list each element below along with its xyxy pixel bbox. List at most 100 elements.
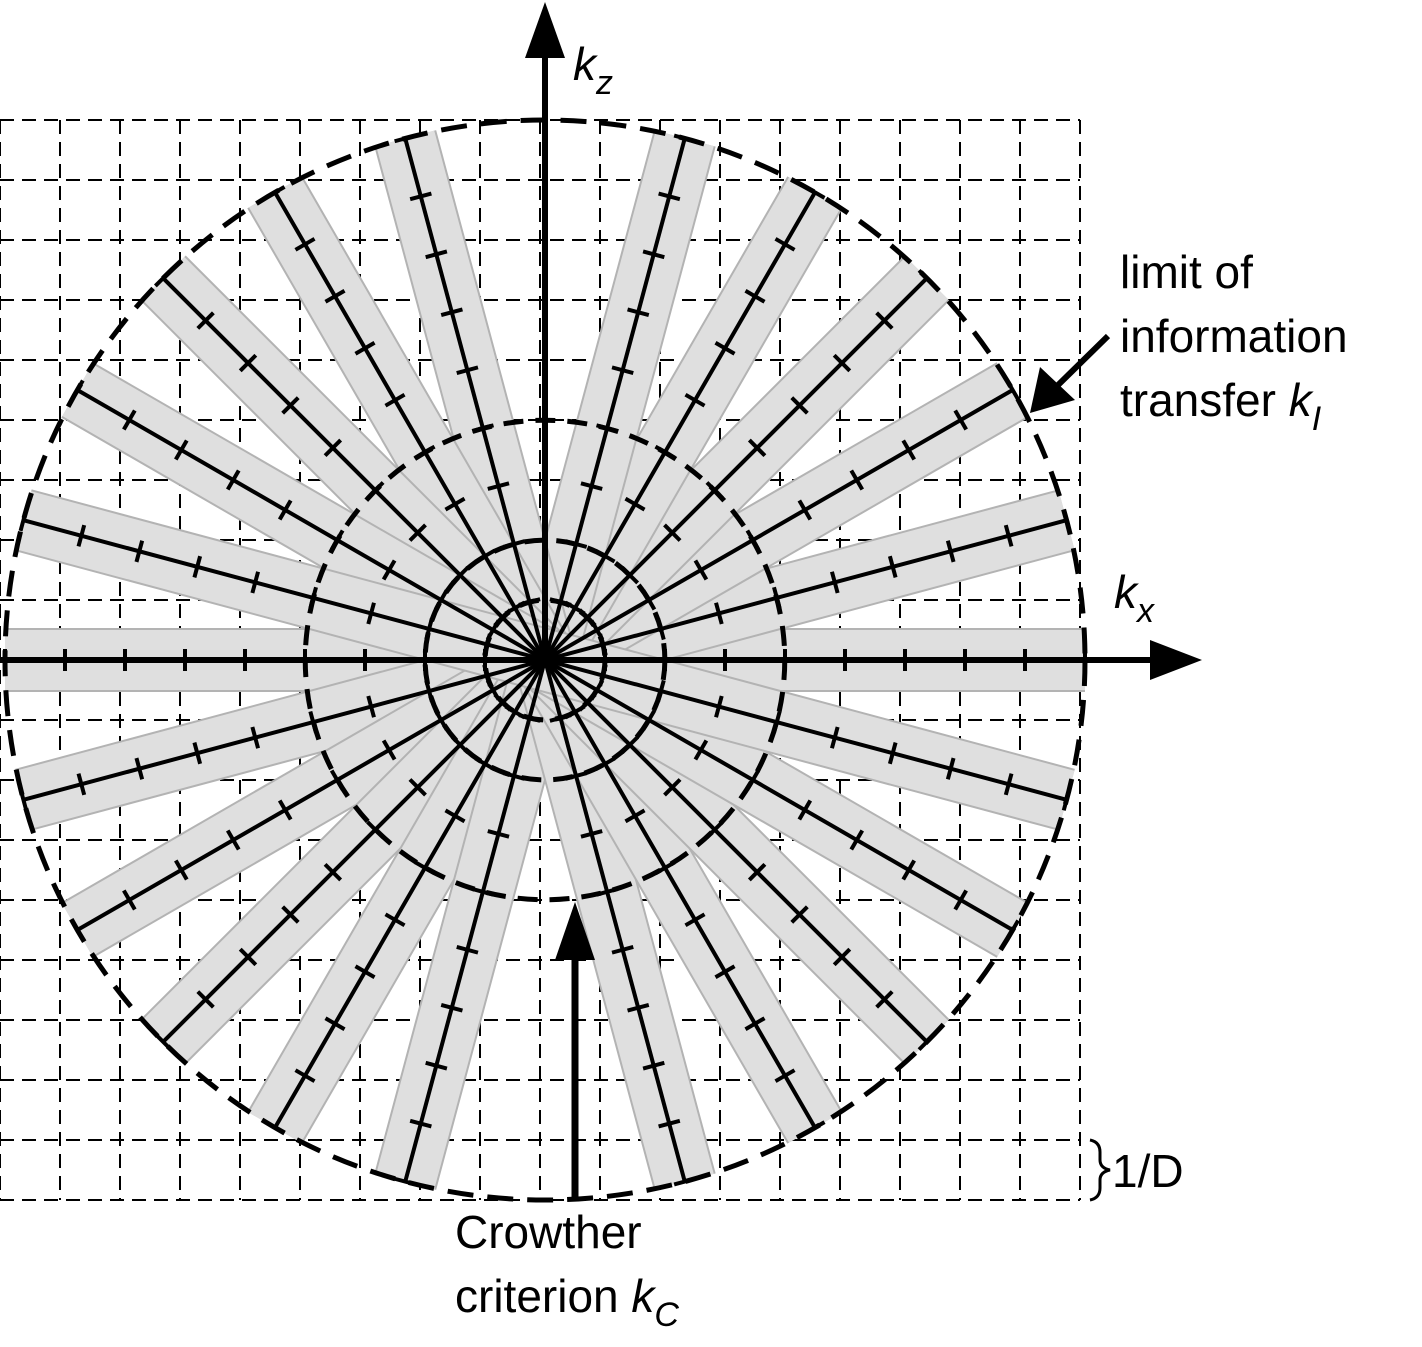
- sample-tick: [673, 133, 696, 144]
- sample-tick: [471, 887, 495, 897]
- axes: [0, 2, 1202, 680]
- sample-tick: [875, 311, 894, 330]
- crowther-annotation: Crowther criterion kC: [455, 902, 679, 1334]
- sample-tick: [433, 709, 449, 731]
- sample-tick: [18, 509, 29, 532]
- sample-tick: [790, 905, 809, 924]
- sample-tick: [518, 713, 541, 723]
- sample-tick: [487, 829, 510, 839]
- sample-tick: [887, 742, 898, 765]
- sample-tick: [424, 617, 434, 641]
- sample-tick: [294, 237, 316, 252]
- sample-tick: [408, 523, 427, 542]
- sample-tick: [1003, 773, 1014, 796]
- sample-tick: [627, 307, 650, 318]
- sample-tick: [953, 889, 968, 911]
- crowther-line1: Crowther: [455, 1206, 642, 1258]
- sample-tick: [656, 617, 666, 641]
- sample-tick: [308, 710, 318, 734]
- sample-tick: [450, 735, 470, 755]
- sample-tick: [384, 912, 406, 928]
- sample-tick: [366, 820, 385, 839]
- sample-ticks: [3, 133, 1087, 1187]
- sample-tick: [294, 1068, 316, 1083]
- sample-tick: [549, 597, 572, 607]
- sample-tick: [654, 444, 676, 460]
- sample-tick: [797, 499, 813, 521]
- grid-spacing-annotation: 1/D: [1089, 1138, 1184, 1202]
- sample-tick: [487, 481, 510, 491]
- sample-tick: [611, 365, 634, 376]
- sample-tick: [482, 633, 492, 656]
- sample-tick: [595, 887, 619, 897]
- sample-tick: [642, 1060, 665, 1071]
- sample-tick: [887, 555, 898, 578]
- sample-tick: [745, 769, 761, 791]
- sample-tick: [598, 664, 608, 687]
- sample-tick: [627, 1002, 650, 1013]
- grid-spacing-label: 1/D: [1112, 1145, 1184, 1197]
- sample-tick: [440, 1002, 463, 1013]
- sample-tick: [425, 249, 448, 260]
- sample-tick: [122, 409, 137, 431]
- sample-tick: [594, 756, 616, 772]
- sample-tick: [440, 307, 463, 318]
- sample-tick: [366, 481, 385, 500]
- sample-tick: [250, 726, 261, 749]
- sample-tick: [456, 944, 479, 955]
- sample-tick: [1005, 379, 1020, 401]
- sample-tick: [264, 1120, 286, 1135]
- sample-tick: [747, 438, 767, 458]
- sample-tick: [354, 340, 376, 356]
- sample-tick: [76, 773, 87, 796]
- sample-tick: [705, 481, 724, 500]
- sample-tick: [901, 859, 916, 881]
- sample-tick: [238, 353, 258, 373]
- sample-tick: [456, 365, 479, 376]
- sample-tick: [693, 739, 709, 761]
- sample-tick: [444, 808, 466, 824]
- sample-tick: [264, 185, 286, 200]
- sample-tick: [174, 859, 189, 881]
- sample-tick: [18, 788, 29, 811]
- sample-tick: [804, 1120, 826, 1135]
- sample-tick: [595, 423, 619, 433]
- sample-tick: [409, 191, 432, 202]
- sample-tick: [790, 396, 809, 415]
- sample-tick: [225, 469, 241, 491]
- sample-tick: [774, 1068, 796, 1083]
- sample-tick: [917, 1032, 937, 1052]
- sample-tick: [564, 771, 588, 781]
- sample-tick: [849, 469, 865, 491]
- sample-tick: [744, 289, 766, 304]
- sample-tick: [564, 539, 588, 549]
- limit-line3: transfer kI: [1120, 374, 1322, 438]
- sample-tick: [772, 586, 782, 610]
- limit-arrow-shaft: [1052, 333, 1111, 391]
- sample-tick: [502, 771, 526, 781]
- sample-tick: [917, 268, 937, 288]
- sample-tick: [1003, 524, 1014, 547]
- sample-tick: [433, 589, 449, 611]
- sample-tick: [849, 829, 865, 851]
- sample-tick: [829, 726, 840, 749]
- sample-tick: [611, 944, 634, 955]
- sample-tick: [70, 379, 85, 401]
- sample-tick: [684, 392, 706, 408]
- sample-tick: [329, 529, 345, 551]
- sample-tick: [471, 423, 495, 433]
- sample-tick: [329, 769, 345, 791]
- limit-line2: information: [1120, 310, 1348, 362]
- sample-tick: [797, 799, 813, 821]
- sample-tick: [324, 1016, 346, 1031]
- sample-tick: [594, 548, 616, 564]
- sample-tick: [502, 539, 526, 549]
- sample-tick: [444, 496, 466, 512]
- limit-annotation: limit of information transfer kI: [1030, 246, 1348, 438]
- sample-tick: [250, 571, 261, 594]
- sample-tick: [832, 947, 852, 967]
- sample-tick: [134, 540, 145, 563]
- sample-tick: [474, 548, 496, 564]
- sample-tick: [656, 679, 666, 703]
